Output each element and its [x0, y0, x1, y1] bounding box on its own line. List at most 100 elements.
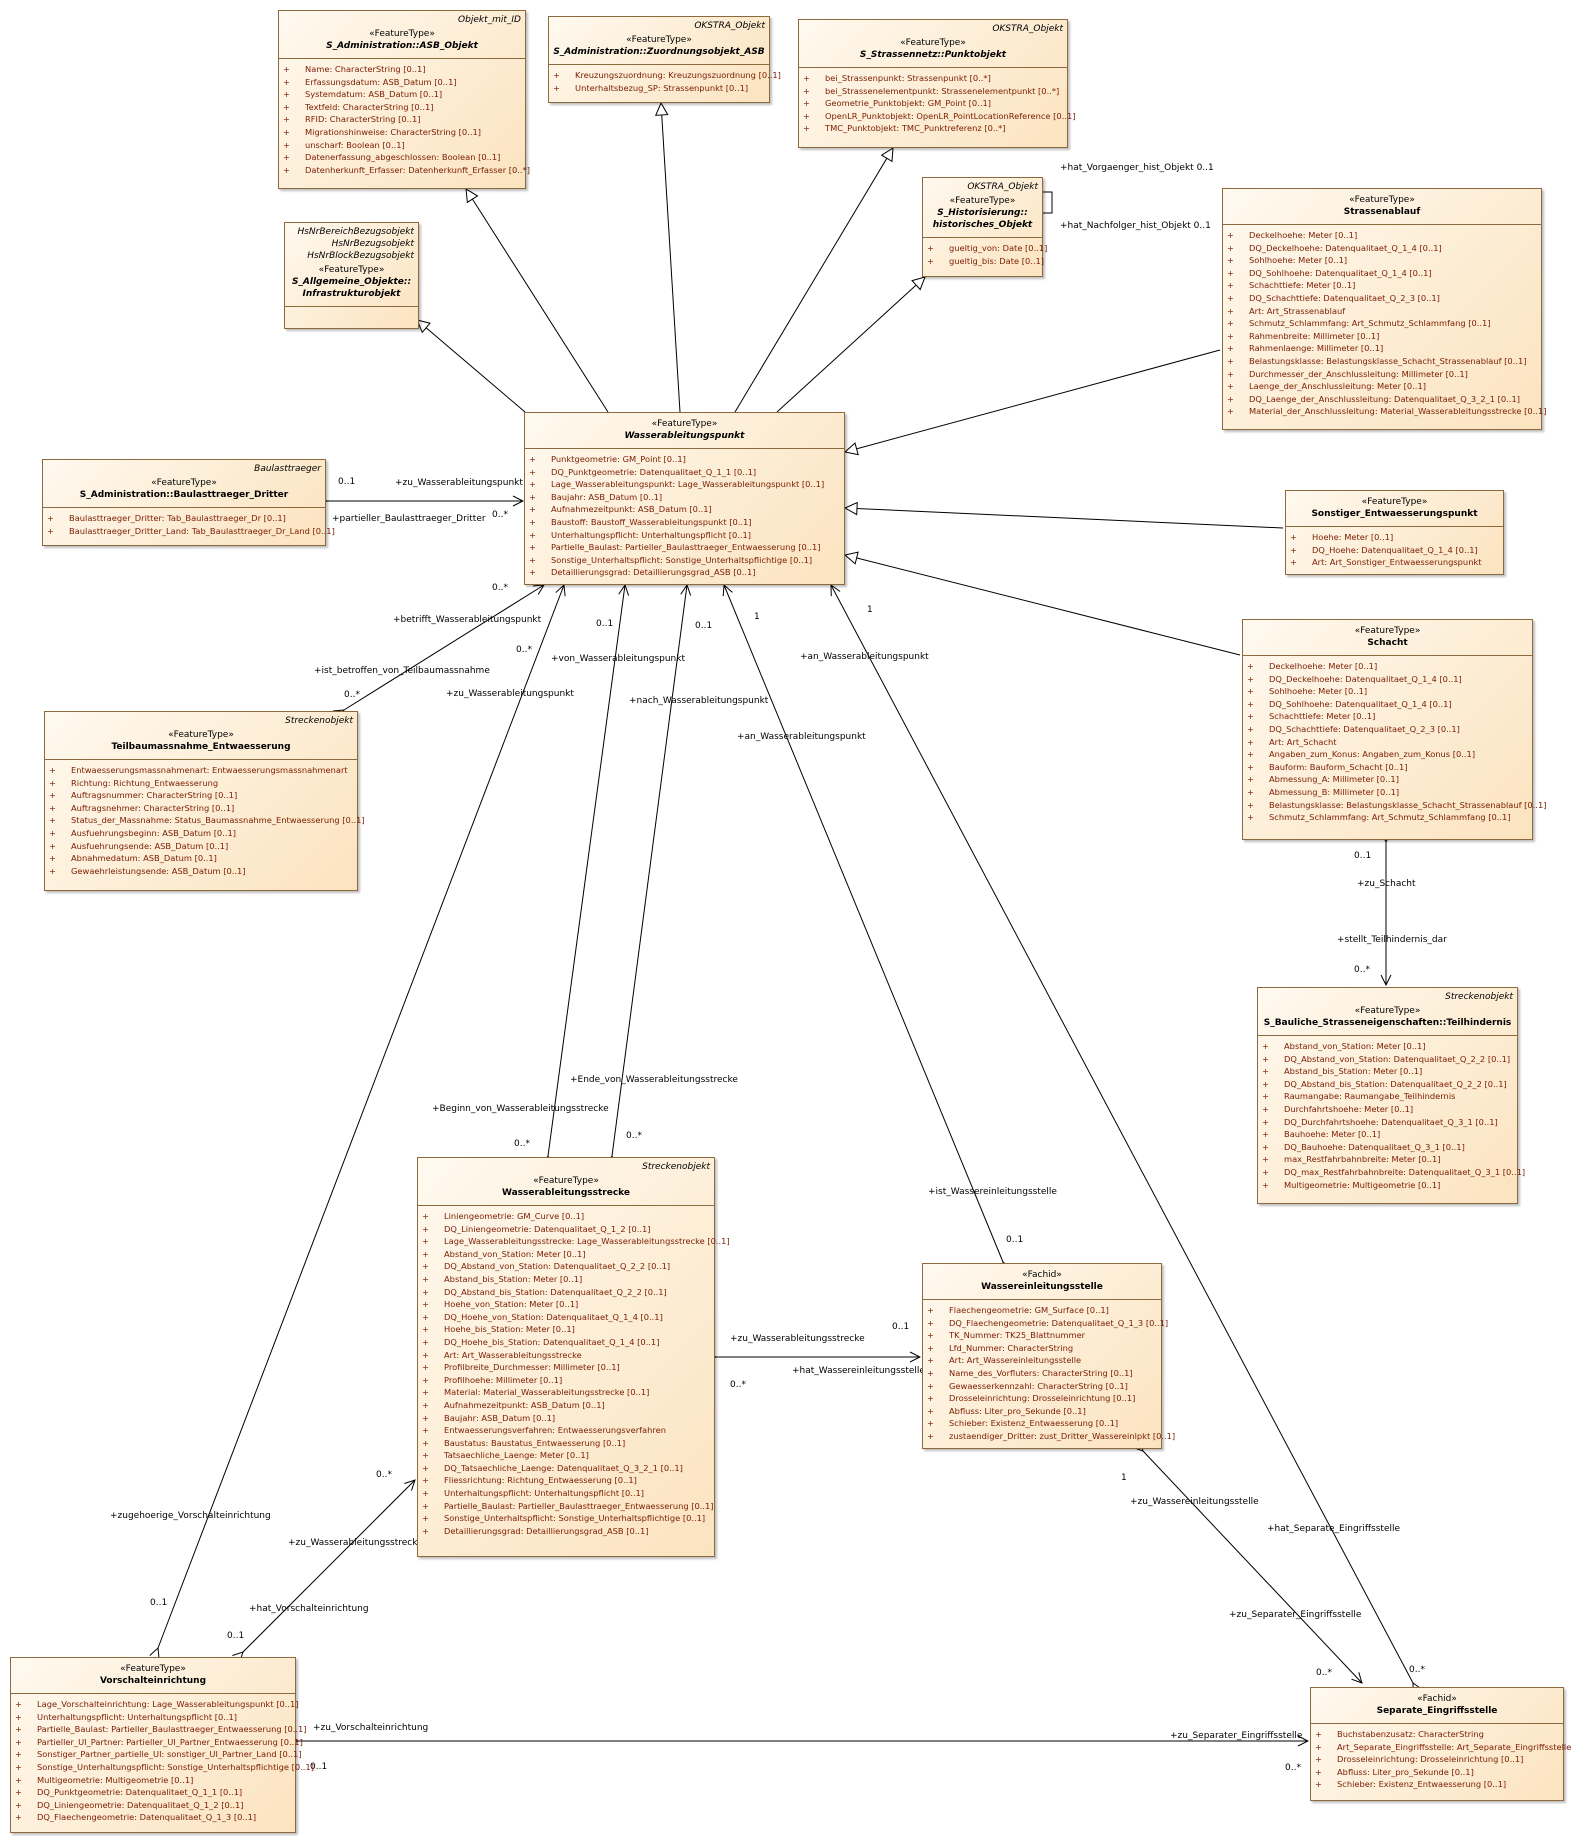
public-visibility-icon: + [1315, 1779, 1322, 1790]
attribute-text: DQ_Sohlhoehe: Datenqualitaet_Q_1_4 [0..1… [1269, 698, 1452, 709]
attribute-text: Abstand_von_Station: Meter [0..1] [1284, 1041, 1426, 1051]
class-name: Wasserableitungspunkt [624, 431, 745, 441]
generalization-strassenablauf [845, 349, 1221, 452]
attribute-row: +Profilbreite_Durchmesser: Millimeter [0… [422, 1361, 710, 1374]
attribute-row: +Hoehe_von_Station: Meter [0..1] [422, 1298, 710, 1311]
attribute-text: Profilhoehe: Millimeter [0..1] [444, 1374, 563, 1385]
public-visibility-icon: + [1227, 292, 1234, 303]
class-name: Vorschalteinrichtung [99, 1676, 207, 1686]
public-visibility-icon: + [49, 815, 56, 826]
attribute-list: +gueltig_von: Date [0..1]+gueltig_bis: D… [923, 238, 1047, 270]
attribute-text: Multigeometrie: Multigeometrie [0..1] [1284, 1179, 1441, 1190]
attribute-text: Sonstige_Unterhaltspflicht: Sonstige_Unt… [444, 1513, 706, 1524]
public-visibility-icon: + [422, 1248, 429, 1259]
public-visibility-icon: + [422, 1399, 429, 1410]
attribute-text: Gewaesserkennzahl: CharacterString [0..1… [949, 1380, 1128, 1391]
class-header: «FeatureType»Wasserableitungspunkt [525, 413, 844, 449]
class-historisches-objekt[interactable]: OKSTRA_Objekt«FeatureType»S_Historisieru… [922, 177, 1047, 277]
attribute-text: Material_der_Anschlussleitung: Material_… [1249, 406, 1547, 417]
attribute-row: +Abnahmedatum: ASB_Datum [0..1] [49, 852, 353, 865]
class-vorschalteinrichtung[interactable]: «FeatureType»Vorschalteinrichtung+Lage_V… [10, 1657, 314, 1833]
class-wasserableitungsstrecke[interactable]: Streckenobjekt«FeatureType»Wasserableitu… [417, 1157, 730, 1557]
attribute-text: Datenherkunft_Erfasser: Datenherkunft_Er… [305, 164, 530, 175]
attribute-text: OpenLR_Punktobjekt: OpenLR_PointLocation… [825, 110, 1076, 121]
public-visibility-icon: + [529, 554, 536, 565]
public-visibility-icon: + [422, 1475, 429, 1486]
attribute-row: +Drosseleinrichtung: Drosseleinrichtung … [927, 1392, 1157, 1405]
label-zu-schacht: +zu_Schacht [1357, 879, 1416, 889]
attribute-text: DQ_Deckelhoehe: Datenqualitaet_Q_1_4 [0.… [1269, 673, 1462, 684]
attribute-row: +DQ_Hoehe_bis_Station: Datenqualitaet_Q_… [422, 1336, 710, 1349]
label-hat-sep: +hat_Separate_Eingriffsstelle [1267, 1524, 1400, 1534]
mult-beginn: 0..* [514, 1139, 530, 1149]
class-teilbaumassnahme-entwaesserung[interactable]: Streckenobjekt«FeatureType»Teilbaumassna… [44, 711, 365, 891]
attribute-row: +Deckelhoehe: Meter [0..1] [1247, 660, 1528, 673]
attribute-text: DQ_Liniengeometrie: Datenqualitaet_Q_1_2… [37, 1799, 244, 1810]
class-zuordnungsobjekt-asb[interactable]: OKSTRA_Objekt«FeatureType»S_Administrati… [548, 16, 781, 103]
class-sonstiger-entwaesserungspunkt[interactable]: «FeatureType»Sonstiger_Entwaesserungspun… [1285, 490, 1504, 575]
attribute-text: TK_Nummer: TK25_Blattnummer [949, 1330, 1086, 1341]
class-wasserableitungspunkt[interactable]: «FeatureType»Wasserableitungspunkt+Punkt… [524, 412, 845, 585]
class-asb-objekt[interactable]: Objekt_mit_ID«FeatureType»S_Administrati… [278, 10, 530, 189]
attribute-row: +DQ_Punktgeometrie: Datenqualitaet_Q_1_1… [15, 1786, 291, 1799]
class-name: S_Administration::Zuordnungsobjekt_ASB [553, 47, 765, 57]
attribute-text: Detaillierungsgrad: Detaillierungsgrad_A… [551, 567, 756, 578]
label-zu-was: +zu_Wasserableitungsstrecke [730, 1334, 865, 1344]
generalization-zuordnungsobjekt [661, 103, 681, 413]
attribute-text: Entwaesserungsmassnahmenart: Entwaesseru… [71, 765, 348, 775]
class-baulasttraeger-dritter[interactable]: Baulasttraeger«FeatureType»S_Administrat… [42, 459, 335, 546]
attribute-row: + Auftragsnehmer: CharacterString [0..1] [49, 802, 353, 815]
attribute-row: +DQ_Hoehe: Datenqualitaet_Q_1_4 [0..1] [1290, 544, 1499, 557]
attribute-list: + Entwaesserungsmassnahmenart: Entwaesser… [45, 760, 365, 880]
attribute-row: +DQ_Abstand_von_Station: Datenqualitaet_… [1262, 1053, 1513, 1066]
public-visibility-icon: + [529, 504, 536, 515]
attribute-text: max_Restfahrbahnbreite: Meter [0..1] [1284, 1154, 1441, 1165]
attribute-text: gueltig_von: Date [0..1] [949, 243, 1048, 253]
mult-sep-b: 0..* [1409, 1665, 1425, 1675]
attribute-row: +DQ_Abstand_von_Station: Datenqualitaet_… [422, 1260, 710, 1273]
attribute-row: +Tatsaechliche_Laenge: Meter [0..1] [422, 1449, 710, 1462]
public-visibility-icon: + [1262, 1179, 1269, 1190]
class-name: Teilbaumassnahme_Entwaesserung [111, 742, 291, 752]
attribute-text: Ausfuehrungsbeginn: ASB_Datum [0..1] [71, 827, 237, 838]
public-visibility-icon: + [1227, 381, 1234, 392]
attribute-row: +Datenherkunft_Erfasser: Datenherkunft_E… [283, 164, 530, 177]
attribute-text: Buchstabenzusatz: CharacterString [1337, 1729, 1484, 1739]
attribute-text: DQ_Hoehe: Datenqualitaet_Q_1_4 [0..1] [1312, 544, 1478, 555]
attribute-row: +Belastungsklasse: Belastungsklasse_Scha… [1247, 799, 1546, 812]
assoc-wes-wap [724, 585, 1003, 1262]
attribute-text: Auftragsnehmer: CharacterString [0..1] [71, 802, 235, 813]
public-visibility-icon: + [927, 1393, 934, 1404]
class-wassereinleitungsstelle[interactable]: «Fachid»Wassereinleitungsstelle+Flaechen… [922, 1263, 1175, 1449]
class-punktobjekt[interactable]: OKSTRA_Objekt«FeatureType»S_Strassennetz… [798, 19, 1075, 148]
class-strassenablauf[interactable]: «FeatureType»Strassenablauf+Deckelhoehe:… [1222, 188, 1546, 430]
public-visibility-icon: + [1247, 786, 1254, 797]
attribute-row: +TK_Nummer: TK25_Blattnummer [927, 1329, 1157, 1342]
class-schacht[interactable]: «FeatureType»Schacht+Deckelhoehe: Meter … [1242, 619, 1546, 840]
attribute-row: +Unterhaltungspflicht: Unterhaltungspfli… [15, 1711, 291, 1724]
attribute-row: +Schachttiefe: Meter [0..1] [1247, 710, 1528, 723]
class-header: Baulasttraeger«FeatureType»S_Administrat… [43, 460, 325, 508]
public-visibility-icon: + [422, 1525, 429, 1536]
class-tag: Streckenobjekt [285, 716, 353, 726]
public-visibility-icon: + [1247, 736, 1254, 747]
attribute-row: +bei_Strassenpunkt: Strassenpunkt [0..*] [803, 72, 1063, 85]
public-visibility-icon: + [283, 114, 290, 125]
public-visibility-icon: + [422, 1362, 429, 1373]
class-header: «Fachid»Separate_Eingriffsstelle [1311, 1688, 1563, 1724]
public-visibility-icon: + [49, 802, 56, 813]
attribute-text: Schmutz_Schlammfang: Art_Schmutz_Schlamm… [1249, 318, 1491, 329]
attribute-row: +Status_der_Massnahme: Status_Baumassnah… [49, 814, 365, 827]
label-hat-vs: +hat_Vorschalteinrichtung [249, 1604, 369, 1614]
public-visibility-icon: + [1262, 1154, 1269, 1165]
attribute-row: +Schmutz_Schlammfang: Art_Schmutz_Schlam… [1227, 317, 1537, 330]
mult-vs-01a: 0..1 [150, 1598, 167, 1608]
label-zu-wap-bl: +zu_Wasserableitungspunkt [395, 478, 523, 488]
attribute-row: +Sonstige_Unterhaltspflicht: Sonstige_Un… [422, 1512, 710, 1525]
class-stereotype: «FeatureType» [369, 29, 435, 39]
generalization-sonstiger [845, 508, 1284, 529]
public-visibility-icon: + [49, 865, 56, 876]
class-separate-eingriffsstelle[interactable]: «Fachid»Separate_Eingriffsstelle + Buchsta… [1310, 1687, 1571, 1801]
class-teilhindernis[interactable]: Streckenobjekt«FeatureType»S_Bauliche_St… [1257, 987, 1525, 1204]
